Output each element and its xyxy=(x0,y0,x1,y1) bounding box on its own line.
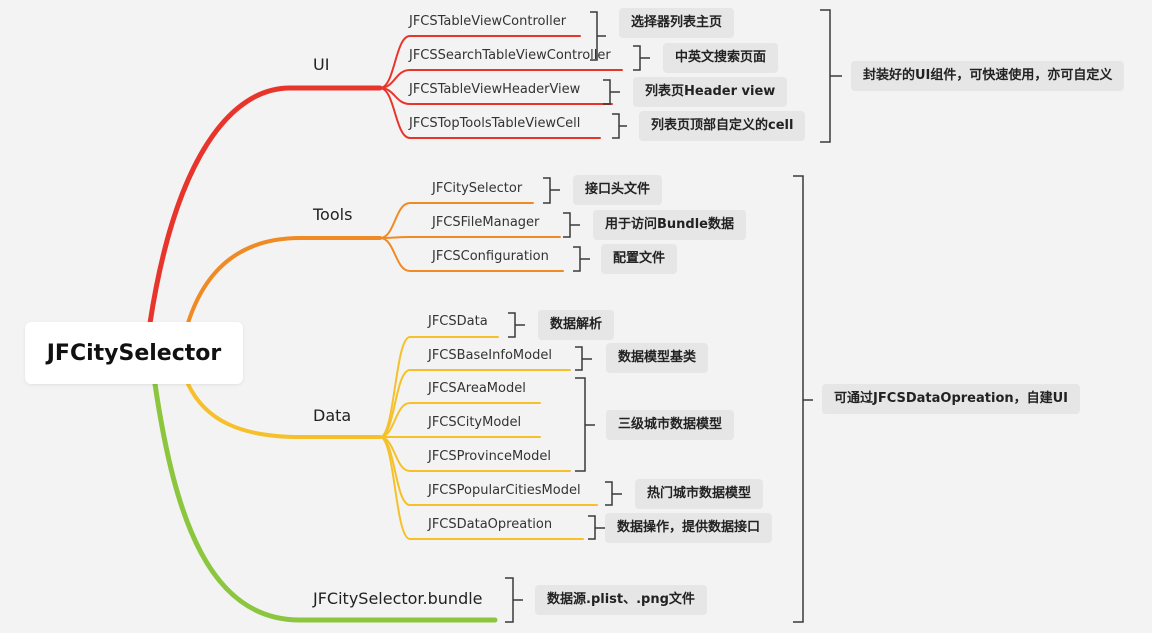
leaf-data-6[interactable]: JFCSDataOpreation xyxy=(428,517,553,532)
leaf-data-4[interactable]: JFCSProvinceModel xyxy=(428,449,551,464)
leaf-tools-1[interactable]: JFCSFileManager xyxy=(432,215,540,230)
branch-data-label[interactable]: Data xyxy=(313,406,352,425)
note-ui-search[interactable]: 中英文搜索页面 xyxy=(663,43,779,73)
note-data-opreation[interactable]: 数据操作，提供数据接口 xyxy=(605,513,773,543)
leaf-data-2[interactable]: JFCSAreaModel xyxy=(428,381,526,396)
leaf-data-5[interactable]: JFCSPopularCitiesModel xyxy=(428,483,581,498)
leaf-tools-0[interactable]: JFCitySelector xyxy=(432,181,523,196)
note-data-popular[interactable]: 热门城市数据模型 xyxy=(635,479,764,509)
note-ui-controller[interactable]: 选择器列表主页 xyxy=(619,8,735,38)
leaf-ui-1[interactable]: JFCSSearchTableViewController xyxy=(409,48,611,63)
note-brackets xyxy=(505,9,842,623)
note-tools-selector[interactable]: 接口头文件 xyxy=(573,175,663,205)
root-label: JFCitySelector xyxy=(46,340,222,366)
branch-connector-bundle xyxy=(152,381,498,623)
leaf-ui-2[interactable]: JFCSTableViewHeaderView xyxy=(409,82,581,97)
leaf-ui-3[interactable]: JFCSTopToolsTableViewCell xyxy=(409,116,581,131)
note-tools-config[interactable]: 配置文件 xyxy=(601,244,678,274)
data-sub-connectors xyxy=(379,336,598,540)
branch-connector-tools xyxy=(186,236,382,325)
leaf-data-1[interactable]: JFCSBaseInfoModel xyxy=(428,348,552,363)
summary-ui[interactable]: 封装好的UI组件，可快速使用，亦可自定义 xyxy=(851,61,1125,91)
leaf-ui-0[interactable]: JFCSTableViewController xyxy=(409,14,567,29)
note-tools-file[interactable]: 用于访问Bundle数据 xyxy=(593,210,746,240)
branch-ui-label[interactable]: UI xyxy=(313,55,330,74)
note-ui-header[interactable]: 列表页Header view xyxy=(633,77,788,107)
leaf-tools-2[interactable]: JFCSConfiguration xyxy=(432,249,549,264)
summary-all[interactable]: 可通过JFCSDataOpreation，自建UI xyxy=(822,384,1081,414)
leaf-data-0[interactable]: JFCSData xyxy=(428,314,488,329)
note-data-data[interactable]: 数据解析 xyxy=(538,310,615,340)
leaf-data-3[interactable]: JFCSCityModel xyxy=(428,415,522,430)
branch-tools-label[interactable]: Tools xyxy=(313,205,353,224)
branch-connector-ui xyxy=(147,85,383,326)
root-node[interactable]: JFCitySelector xyxy=(25,322,243,384)
note-data-levels[interactable]: 三级城市数据模型 xyxy=(606,410,735,440)
branch-bundle-label[interactable]: JFCitySelector.bundle xyxy=(313,589,483,608)
tools-sub-connectors xyxy=(379,202,564,272)
note-ui-cell[interactable]: 列表页顶部自定义的cell xyxy=(639,111,806,141)
ui-sub-connectors xyxy=(379,35,623,139)
branch-connector-data xyxy=(186,382,382,439)
note-data-base[interactable]: 数据模型基类 xyxy=(606,343,709,373)
note-bundle[interactable]: 数据源.plist、.png文件 xyxy=(535,585,707,615)
